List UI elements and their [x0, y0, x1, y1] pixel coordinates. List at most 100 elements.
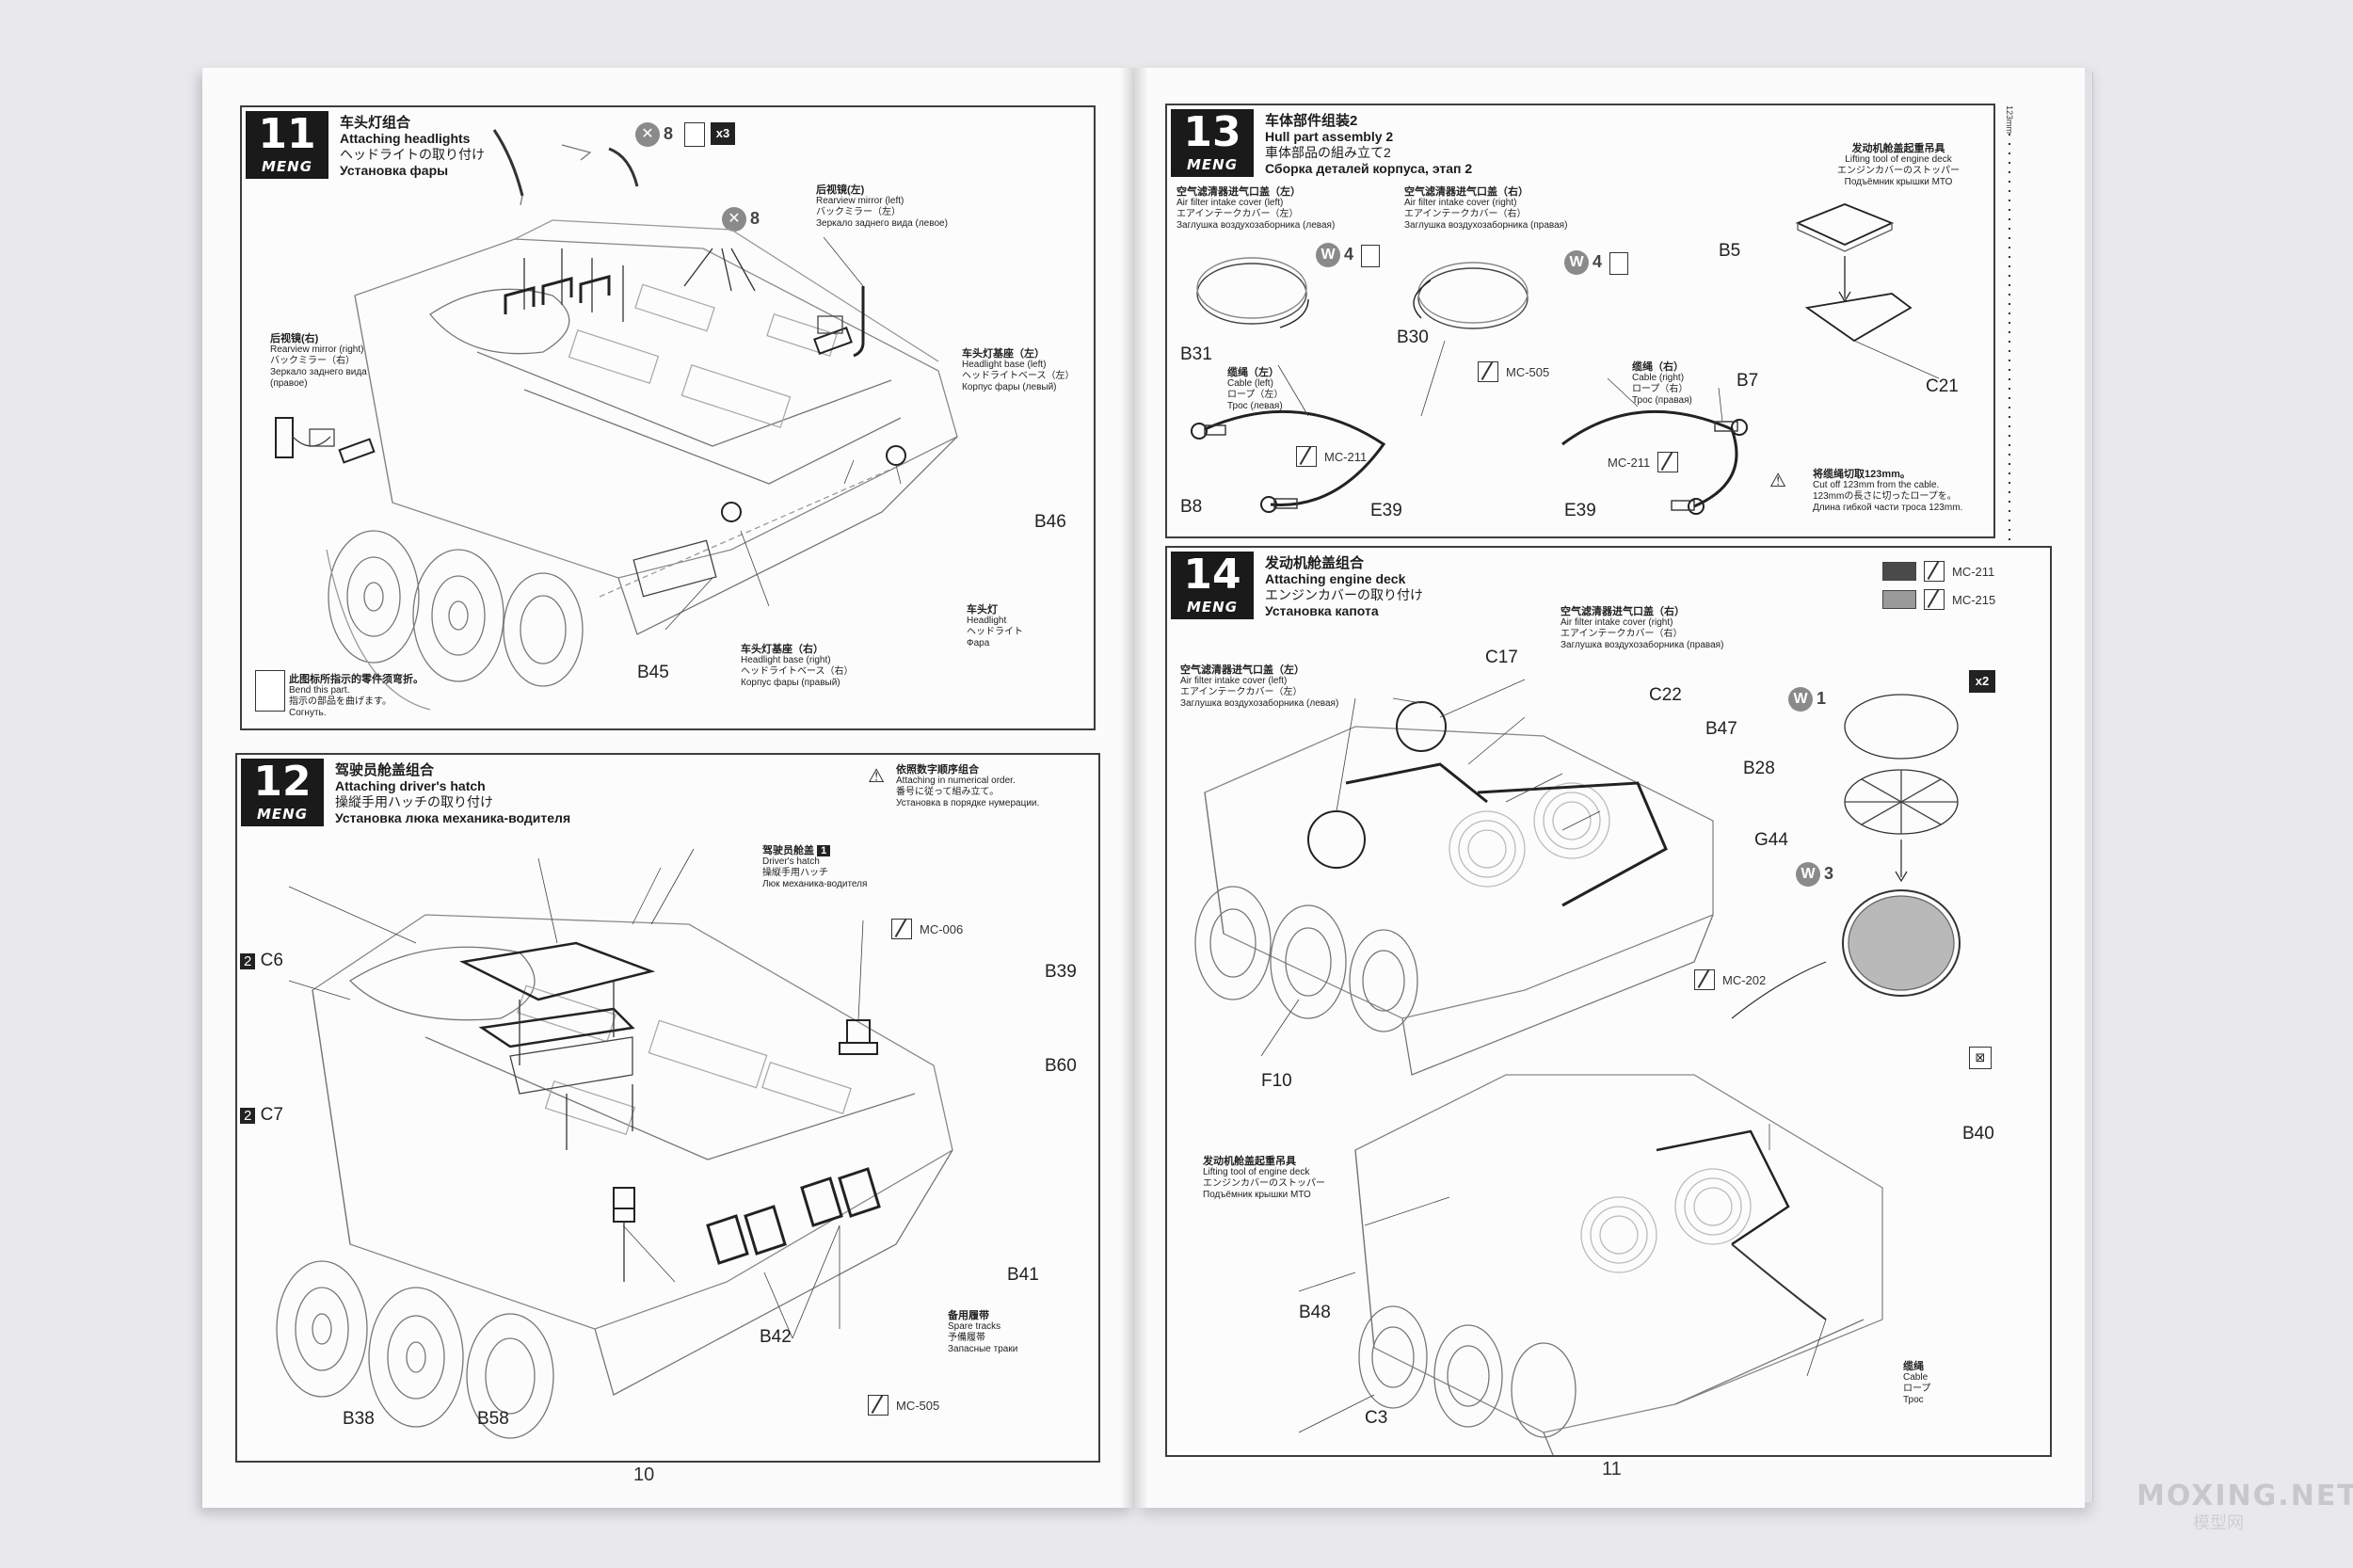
paint-code: MC-006	[920, 921, 964, 936]
paint-mc211-b: MC-211	[1608, 452, 1679, 472]
paint-swatch-mc215: MC-215	[1882, 589, 1995, 610]
paint-swatch-mc211: MC-211	[1882, 561, 1994, 582]
title-ru: Установка капота	[1265, 603, 1379, 618]
text-ja: 123mmの長さに切ったロープを。	[1813, 491, 1957, 502]
title-ru: Установка фары	[340, 163, 449, 178]
watermark: MOXING.NET	[2137, 1480, 2353, 1512]
hatch-step-number: 1	[817, 845, 831, 856]
lifting-tool-label: 发动机舱盖起重吊具 Lifting tool of engine deck エン…	[1203, 1156, 1325, 1201]
text-ru: Трос	[1903, 1395, 1924, 1405]
text-en: Headlight	[967, 616, 1007, 626]
warning-icon: ⚠	[868, 766, 885, 787]
part-g44: G44	[1754, 830, 1788, 850]
text-ja: ヘッドライトベース（右）	[741, 666, 854, 677]
text-zh: 驾驶员舱盖 1	[762, 845, 867, 856]
text-ja: 予備履帯	[948, 1333, 985, 1343]
step-11-drawing	[275, 129, 958, 711]
text-ja: エアインテークカバー（左）	[1180, 687, 1303, 697]
step-number: 12	[253, 758, 312, 806]
cable-left-label: 缆绳（左） Cable (left) ロープ（左） Трос (левая)	[1227, 367, 1283, 412]
text-ru: Подъёмник крышки МТО	[1203, 1190, 1311, 1200]
count-x8-top: 8	[664, 124, 674, 143]
page-edge	[2085, 72, 2093, 1502]
part-code: C7	[260, 1105, 283, 1125]
ruler-top-label: 123mm	[2005, 105, 2014, 135]
text-ru: Зеркало заднего вида	[270, 367, 367, 377]
paint-code: MC-505	[896, 1398, 940, 1413]
part-b46: B46	[1034, 512, 1066, 532]
title-ja: エンジンカバーの取り付け	[1265, 587, 1423, 602]
paint-brush-icon	[1924, 589, 1945, 610]
remove-icon	[1361, 245, 1380, 267]
part-b60: B60	[1045, 1056, 1077, 1076]
part-c3: C3	[1365, 1408, 1388, 1428]
paint-brush-icon	[1657, 452, 1679, 472]
paint-brush-icon	[891, 919, 912, 939]
text-en: Cut off 123mm from the cable.	[1813, 480, 1940, 490]
text-ja: 指示の部品を曲げます。	[289, 696, 392, 707]
headlight-base-right-label: 车头灯基座（右） Headlight base (right) ヘッドライトベー…	[741, 644, 854, 689]
part-c6: 2 C6	[240, 951, 283, 971]
paint-code: MC-211	[1952, 564, 1995, 579]
count-x8-mid: 8	[750, 209, 760, 228]
text-zh: 缆绳	[1903, 1361, 1924, 1372]
text-zh: 空气滤清器进气口盖（右）	[1404, 186, 1529, 198]
text-zh: 发动机舱盖起重吊具	[1851, 143, 1945, 154]
text-en: Lifting tool of engine deck	[1845, 154, 1952, 165]
remove-icon	[1609, 252, 1628, 275]
cable-label: 缆绳 Cable ロープ Трос	[1903, 1361, 1930, 1406]
brand-logo: MENG	[261, 158, 313, 175]
part-b28: B28	[1743, 759, 1775, 778]
text-ja: エンジンカバーのストッパー	[1837, 166, 1960, 176]
cable-right-label: 缆绳（右） Cable (right) ロープ（右） Трос (правая)	[1632, 361, 1692, 407]
bend-tool-icon: ✕	[635, 122, 660, 147]
cover-right-label: 空气滤清器进气口盖（右） Air filter intake cover (ri…	[1404, 186, 1567, 232]
step-11-titles: 车头灯组合 Attaching headlights ヘッドライトの取り付け У…	[340, 115, 485, 179]
text-ru: Заглушка воздухозаборника (левая)	[1176, 220, 1336, 231]
paint-brush-icon	[1924, 561, 1945, 582]
swatch-grey	[1882, 590, 1916, 609]
paint-mc211-a: MC-211	[1296, 446, 1367, 467]
part-b58: B58	[477, 1409, 509, 1429]
cut-note: 将缆绳切取123mm。 Cut off 123mm from the cable…	[1813, 469, 1962, 514]
warning-icon: ⚠	[1769, 471, 1786, 491]
text-en: Driver's hatch	[762, 856, 820, 867]
title-en: Attaching engine deck	[1265, 571, 1406, 586]
title-zh: 车体部件组装2	[1265, 113, 1358, 129]
text-ja: エアインテークカバー（右）	[1561, 629, 1683, 639]
text-en: Air filter intake cover (right)	[1561, 617, 1673, 628]
step-12-badge: 12 MENG	[241, 759, 324, 826]
part-e39-b: E39	[1564, 501, 1596, 520]
part-b30: B30	[1397, 328, 1429, 347]
part-c17: C17	[1485, 648, 1518, 667]
text-ru: Корпус фары (правый)	[741, 678, 840, 688]
text-en: Bend this part.	[289, 685, 350, 696]
text-zh: 车头灯	[967, 604, 998, 616]
text-zh: 后视镜(左)	[816, 184, 865, 196]
text-en: Rearview mirror (left)	[816, 196, 904, 206]
text-ru: Длина гибкой части троса 123mm.	[1813, 503, 1963, 513]
text-ru: Запасные траки	[948, 1344, 1018, 1354]
cover-left-label: 空气滤清器进气口盖（左） Air filter intake cover (le…	[1176, 186, 1335, 232]
step-marker: 2	[240, 953, 256, 969]
text-en: Cable (left)	[1227, 378, 1273, 389]
paint-mc505: MC-505	[868, 1395, 939, 1416]
paint-code: MC-211	[1324, 449, 1368, 464]
title-ru: Сборка деталей корпуса, этап 2	[1265, 161, 1473, 176]
part-b48: B48	[1299, 1303, 1331, 1322]
step-14-drawing	[1194, 679, 1961, 1455]
step-12-panel: 12 MENG 驾驶员舱盖组合 Attaching driver's hatch…	[235, 753, 1100, 1463]
page-number-left: 10	[633, 1464, 655, 1485]
part-c7: 2 C7	[240, 1105, 283, 1126]
bend-note: 此图标所指示的零件须弯折。 Bend this part. 指示の部品を曲げます…	[289, 674, 424, 719]
text-en: Lifting tool of engine deck	[1203, 1167, 1310, 1177]
part-b41: B41	[1007, 1265, 1039, 1285]
text-ru: Заглушка воздухозаборника (левая)	[1180, 698, 1339, 709]
part-b8: B8	[1180, 497, 1203, 517]
text-ja: ヘッドライトベース（左）	[962, 371, 1075, 381]
wash-icon: W	[1796, 862, 1820, 887]
text-zh: 备用履带	[948, 1310, 989, 1321]
text-ja: ロープ（右）	[1632, 384, 1689, 394]
wash-icon: W	[1788, 687, 1813, 712]
part-b5: B5	[1719, 241, 1741, 261]
